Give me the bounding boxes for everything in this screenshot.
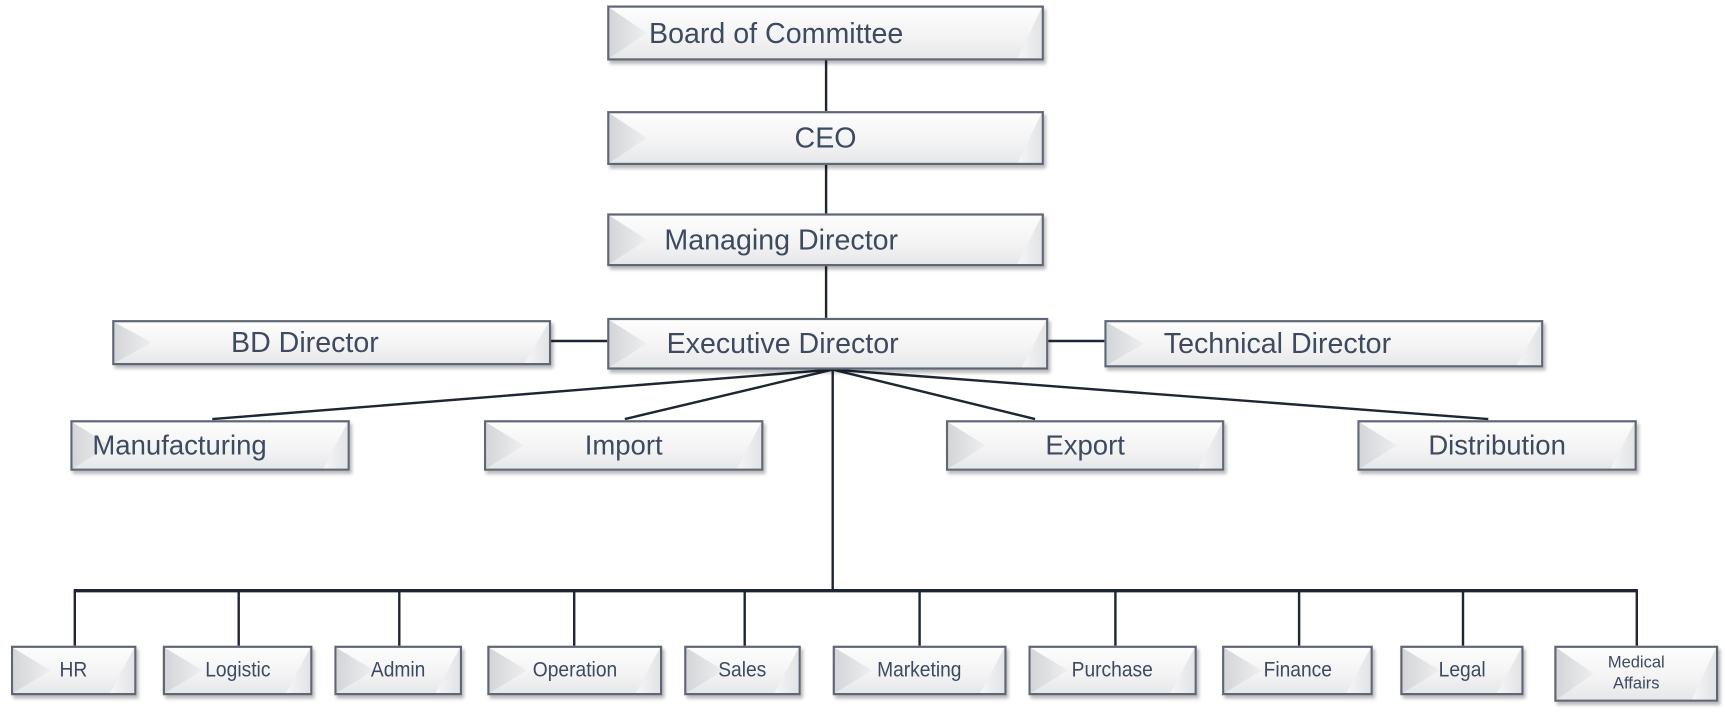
node-label: Marketing [877,658,962,682]
node-label: Finance [1263,658,1332,682]
node-operation: Operation [487,645,663,696]
node-logistic: Logistic [162,645,313,696]
node-label: Managing Director [664,222,899,256]
node-ceo: CEO [607,111,1044,165]
node-import: Import [484,420,764,471]
node-executive-director: Executive Director [607,317,1049,370]
node-label-line-1: Medical [1607,653,1665,672]
node-label: Purchase [1072,658,1154,682]
node-managing-director: Managing Director [607,213,1044,267]
node-label: Import [584,429,663,461]
node-label: Distribution [1428,429,1566,461]
node-label: Logistic [204,658,271,682]
node-export: Export [946,420,1225,471]
node-label: Board of Committee [649,15,904,49]
connector-exec-export [832,368,1036,421]
node-purchase: Purchase [1028,645,1197,696]
node-board-of-committee: Board of Committee [607,5,1044,61]
node-medical-affairs: Medical Affairs [1554,645,1719,702]
node-manufacturing: Manufacturing [70,420,350,471]
node-marketing: Marketing [832,645,1007,696]
node-sales: Sales [684,645,801,696]
node-label: BD Director [231,325,379,359]
node-label: Technical Director [1163,326,1392,360]
node-hr: HR [11,645,137,696]
node-technical-director: Technical Director [1104,320,1544,368]
node-label: Manufacturing [92,429,267,461]
node-label: Legal [1438,658,1486,682]
node-label: Sales [718,658,767,682]
node-bd-director: BD Director [112,320,552,366]
connector-exec-distribution [832,368,1489,421]
node-label: Operation [532,658,617,682]
node-label: Export [1045,429,1125,461]
node-label: HR [59,658,88,682]
node-finance: Finance [1222,645,1373,696]
connector-exec-manufacturing [212,368,833,421]
node-label-line-2: Affairs [1613,673,1660,693]
node-legal: Legal [1400,645,1524,696]
connector-exec-import [624,368,833,421]
node-distribution: Distribution [1357,420,1637,471]
node-label: Executive Director [666,326,899,360]
node-label: CEO [794,121,857,154]
node-admin: Admin [334,645,462,696]
node-label: Admin [370,658,426,682]
